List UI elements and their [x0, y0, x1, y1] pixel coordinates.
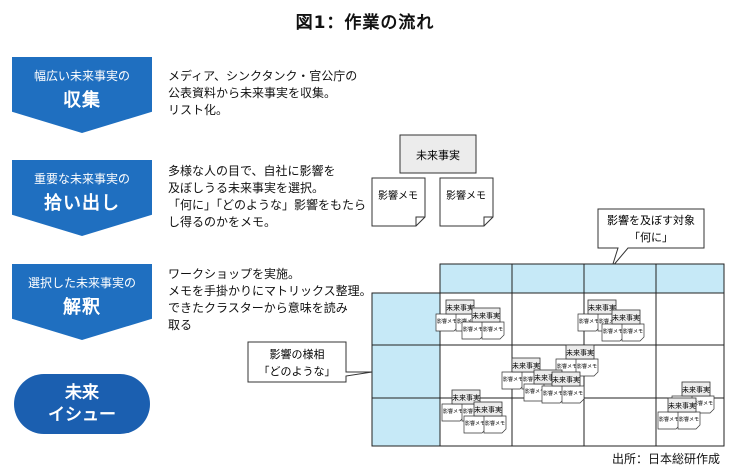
note-clusters: 影響メモ影響メモ未来事実影響メモ影響メモ未来事実影響メモ影響メモ未来事実影響メモ…: [435, 299, 715, 434]
mini-memo-label: 影響メモ: [577, 363, 597, 370]
example-card-group: 影響メモ 影響メモ 未来事実: [371, 134, 494, 227]
mini-fact-label: 未来事実: [668, 401, 696, 410]
mini-memo-label: 影響メモ: [485, 420, 505, 427]
matrix-cell: [511, 292, 585, 346]
step-heading: 収集: [63, 90, 101, 111]
mini-fact-label: 未来事実: [588, 303, 616, 312]
mini-memo-label: 影響メモ: [557, 363, 577, 370]
mini-memo-label: 影響メモ: [525, 388, 545, 395]
mini-note: 影響メモ影響メモ 未来事実: [541, 371, 585, 404]
mini-fact: [471, 307, 501, 323]
matrix-header-cell: [511, 263, 585, 294]
mini-fact-label: 未来事実: [452, 393, 480, 402]
mini-note: 影響メモ影響メモ 未来事実: [461, 307, 505, 340]
step-subtitle: 選択した未来事実の: [27, 276, 136, 290]
callout-manner: 影響の様相 「どのような」: [247, 341, 373, 383]
mini-memo-label: 影響メモ: [443, 408, 463, 415]
mini-memo-label: 影響メモ: [659, 416, 679, 423]
mini-fact: [681, 381, 711, 397]
issue-line: 未来: [65, 383, 99, 403]
matrix-cell: [439, 344, 513, 399]
mini-fact: [511, 357, 541, 373]
mini-memo-label: 影響メモ: [603, 328, 623, 335]
matrix-cell: [583, 397, 657, 447]
mini-memo-label: 影響メモ: [563, 390, 583, 397]
issue-line: イシュー: [48, 405, 116, 425]
mini-memo-label: 影響メモ: [679, 416, 699, 423]
step-description: 多様な人の目で、自社に影響を 及ぼしうる未来事実を選択。 「何に」「どのような」…: [168, 164, 367, 229]
mini-memo-label: 影響メモ: [503, 376, 523, 383]
memo-label: 影響メモ: [446, 189, 486, 202]
callout-line: 影響を及ぼす対象: [607, 213, 695, 227]
mini-note: 影響メモ影響メモ未来事実: [601, 309, 645, 342]
mini-note: 影響メモ影響メモ未来事実: [463, 401, 507, 434]
source-note: 出所：日本総研作成: [611, 452, 720, 466]
mini-memo-label: 影響メモ: [623, 328, 643, 335]
mini-fact-label: 未来事実: [612, 313, 640, 322]
matrix-side-cell: [371, 292, 441, 346]
mini-memo-label: 影響メモ: [543, 390, 563, 397]
matrix-header-cell: [655, 263, 725, 294]
step-description: メディア、シンクタンク・官公庁の 公表資料から未来事実を収集。 リスト化。: [168, 69, 358, 117]
mini-fact: [587, 299, 617, 315]
mini-fact: [667, 397, 697, 413]
step-subtitle: 重要な未来事実の: [33, 172, 130, 186]
mini-memo-label: 影響メモ: [523, 376, 543, 383]
mini-fact: [565, 344, 595, 360]
figure-title: 図1：作業の流れ: [295, 13, 435, 33]
mini-memo-label: 影響メモ: [457, 318, 477, 325]
callout-line: 「どのような」: [259, 365, 336, 378]
mini-memo-label: 影響メモ: [437, 318, 457, 325]
mini-memo-label: 影響メモ: [693, 400, 713, 407]
mini-fact: [445, 299, 475, 315]
mini-fact: [611, 309, 641, 325]
future-issue-oval: 未来 イシュー: [14, 374, 150, 434]
mini-fact-label: 未来事実: [534, 373, 562, 382]
mini-memo-label: 影響メモ: [579, 318, 599, 325]
matrix-cell: [655, 292, 725, 346]
mini-memo-label: 影響メモ: [483, 326, 503, 333]
mini-memo-label: 影響メモ: [463, 326, 483, 333]
mini-memo-label: 影響メモ: [463, 408, 483, 415]
mini-fact-label: 未来事実: [446, 303, 474, 312]
mini-memo-label: 影響メモ: [465, 420, 485, 427]
mini-memo-label: 影響メモ: [599, 318, 619, 325]
matrix-header-cell: [439, 263, 513, 294]
mini-fact-label: 未来事実: [682, 385, 710, 394]
callout-line: 影響の様相: [270, 347, 325, 361]
matrix-header-cell: [583, 263, 657, 294]
mini-fact-label: 未来事実: [472, 311, 500, 320]
step-subtitle: 幅広い未来事実の: [33, 69, 130, 83]
mini-note: 影響メモ影響メモ 未来事実: [657, 397, 701, 430]
mini-fact-label: 未来事実: [512, 361, 540, 370]
step-heading: 拾い出し: [44, 193, 120, 214]
matrix-cell: [511, 397, 585, 447]
matrix-side-cell: [371, 397, 441, 447]
memo-label: 影響メモ: [378, 189, 418, 202]
mini-fact-label: 未来事実: [552, 375, 580, 384]
callout-target: 影響を及ぼす対象 「何に」: [597, 208, 705, 268]
callout-line: 「何に」: [629, 231, 673, 244]
step-description: ワークショップを実施。 メモを手掛かりにマトリックス整理。 できたクラスターから…: [168, 267, 372, 332]
mini-fact: [551, 371, 581, 387]
mini-fact-label: 未来事実: [474, 405, 502, 414]
mini-fact-label: 未来事実: [566, 348, 594, 357]
matrix-side-cell: [371, 344, 441, 399]
fact-label: 未来事実: [416, 148, 460, 162]
mini-fact: [473, 401, 503, 417]
step-heading: 解釈: [63, 297, 101, 318]
mini-fact: [451, 389, 481, 405]
